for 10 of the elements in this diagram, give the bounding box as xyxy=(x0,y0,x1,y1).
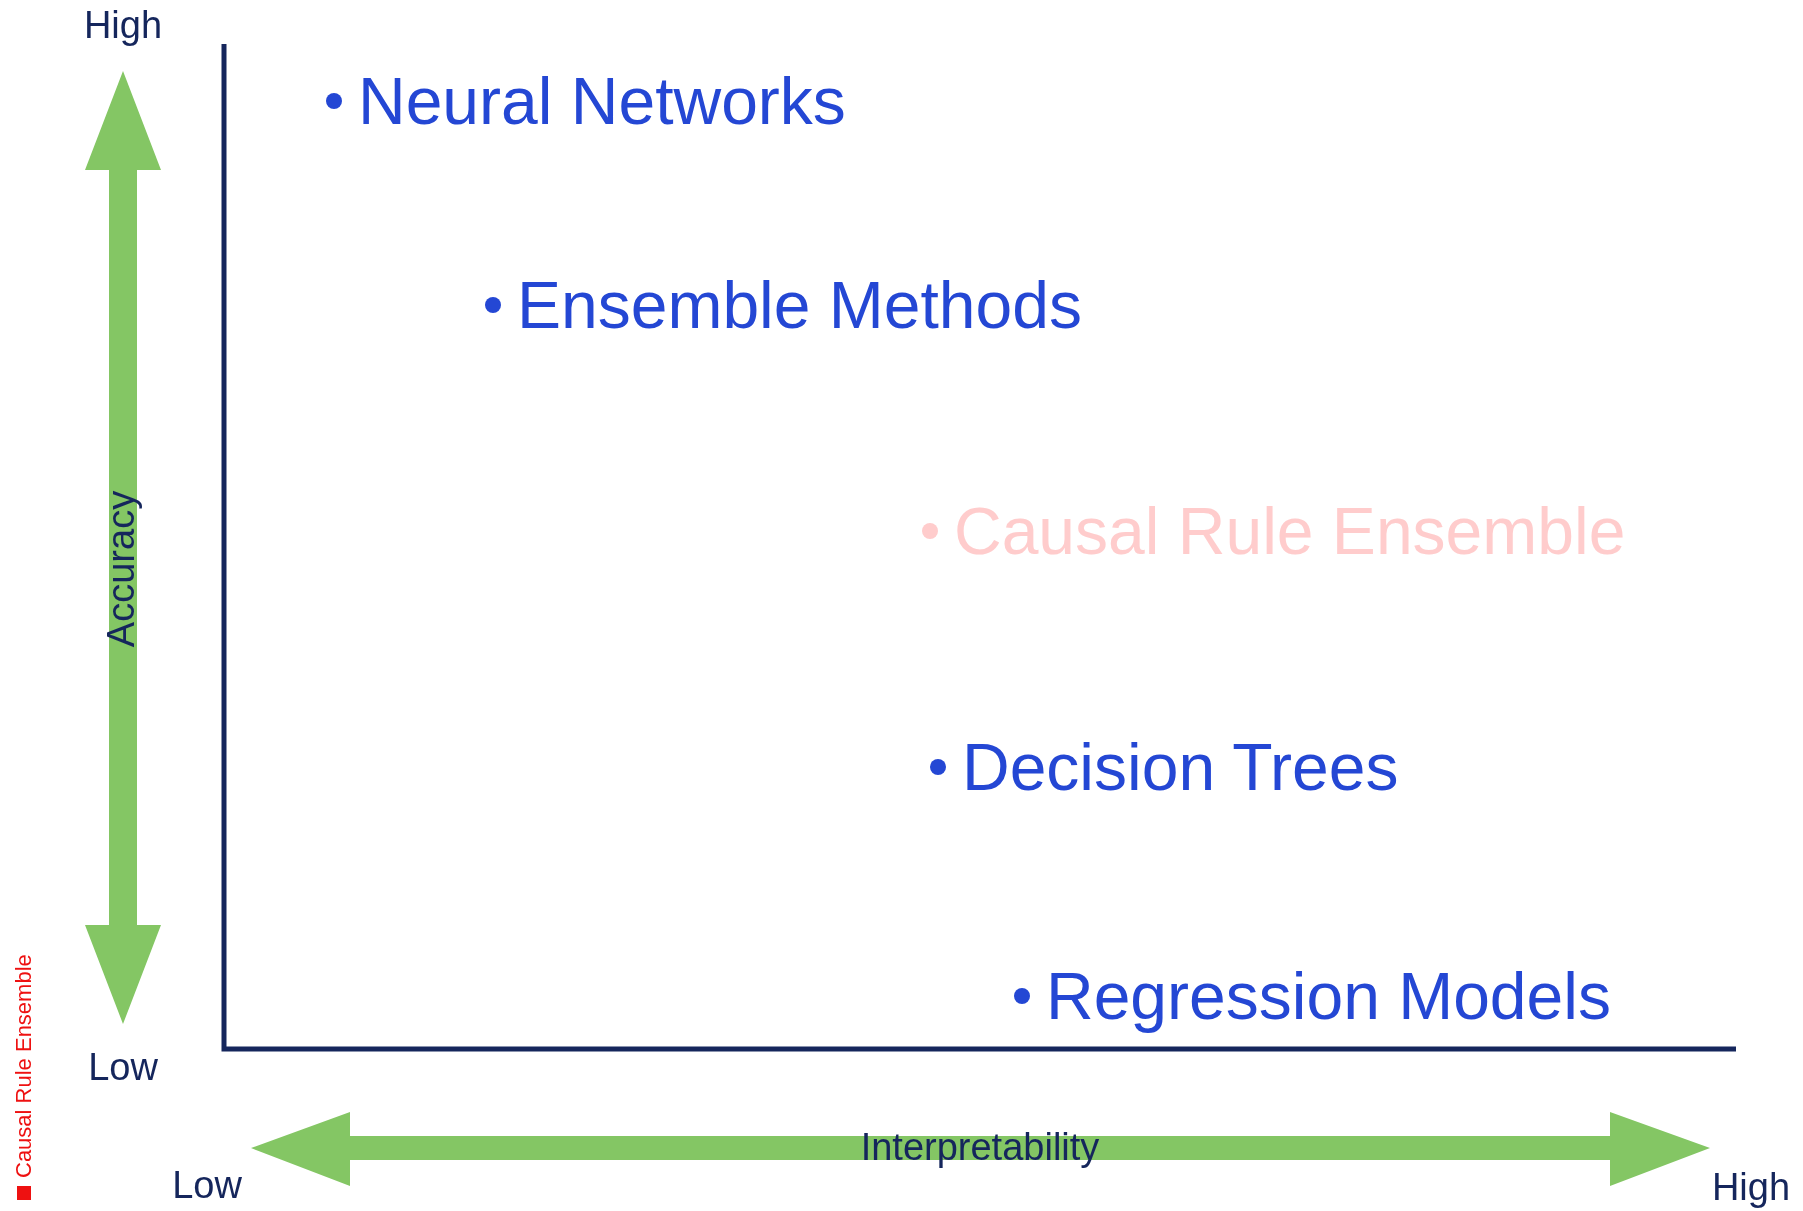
axis-end-label: Low xyxy=(88,1048,158,1086)
method-label: Neural Networks xyxy=(358,68,846,134)
legend-label: Causal Rule Ensemble xyxy=(13,954,35,1178)
axis-end-label: High xyxy=(83,6,163,44)
method-label: Decision Trees xyxy=(962,734,1399,800)
axis-end-label: Low xyxy=(172,1166,242,1204)
axis-title: Interpretability xyxy=(860,1128,1100,1166)
axis-end-label: High xyxy=(1711,1168,1791,1206)
method-label: Ensemble Methods xyxy=(517,272,1082,338)
axis-title: Accuracy xyxy=(102,490,140,648)
